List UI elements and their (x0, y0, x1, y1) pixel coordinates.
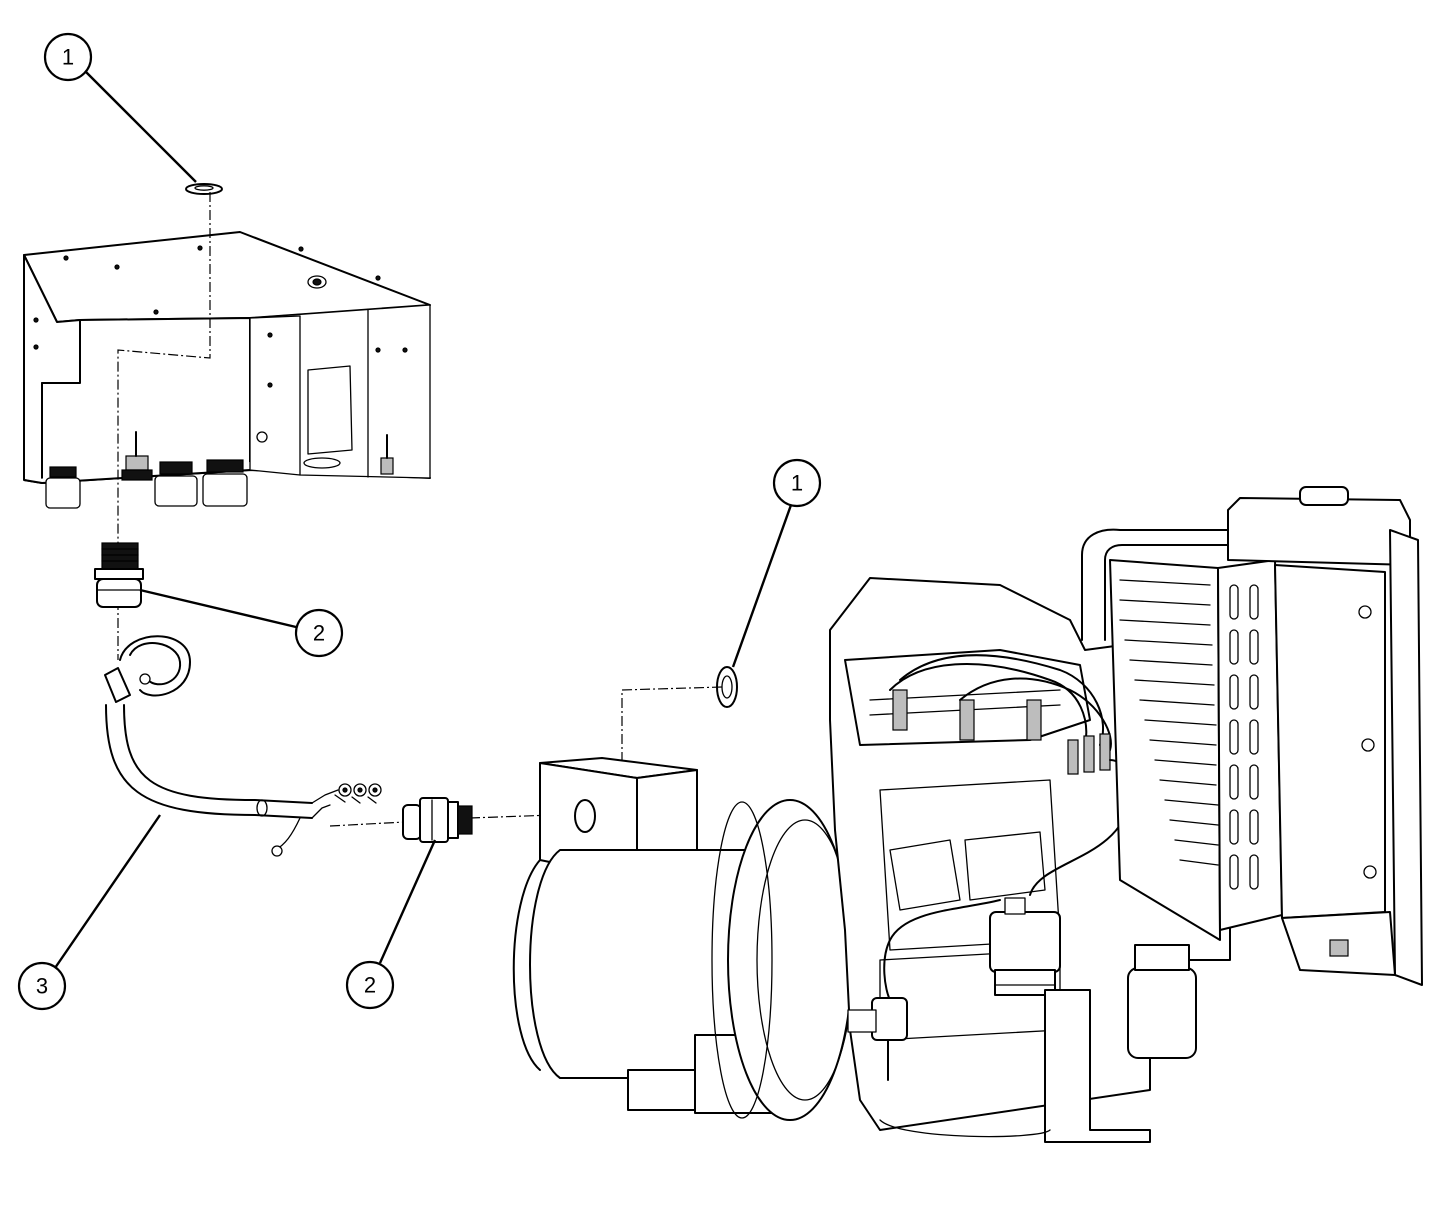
fuel-filter (989, 897, 1061, 996)
callout-1-right: 1 (731, 458, 822, 668)
radiator (1081, 486, 1423, 986)
radiator-grille (1119, 579, 1219, 866)
oil-filter (1127, 944, 1197, 1059)
assembly-line-right (621, 686, 723, 765)
generator-set (512, 486, 1423, 1143)
ring-terminals (271, 783, 382, 857)
callout-3: 3 (17, 814, 161, 1011)
callout-1-top: 1 (43, 32, 197, 183)
wiring-harness (104, 635, 382, 857)
cable-gland-lower (402, 797, 473, 843)
cable-gland-upper (94, 542, 144, 608)
callout-1-top-label: 1 (62, 45, 74, 70)
engine-block (829, 577, 1231, 1143)
callout-1-right-label: 1 (791, 471, 803, 496)
assembly-line-upper (117, 192, 211, 545)
callout-2-upper: 2 (139, 588, 344, 658)
radiator-shroud-slots (1229, 584, 1259, 890)
callout-2-upper-label: 2 (313, 621, 325, 646)
control-box-enclosure (23, 231, 431, 509)
generator-body (512, 799, 854, 1121)
callout-2-lower-label: 2 (364, 973, 376, 998)
enclosure-cable-glands (45, 431, 394, 509)
callout-2-lower: 2 (345, 839, 437, 1010)
callout-3-label: 3 (36, 974, 48, 999)
locknut-top (185, 183, 223, 195)
